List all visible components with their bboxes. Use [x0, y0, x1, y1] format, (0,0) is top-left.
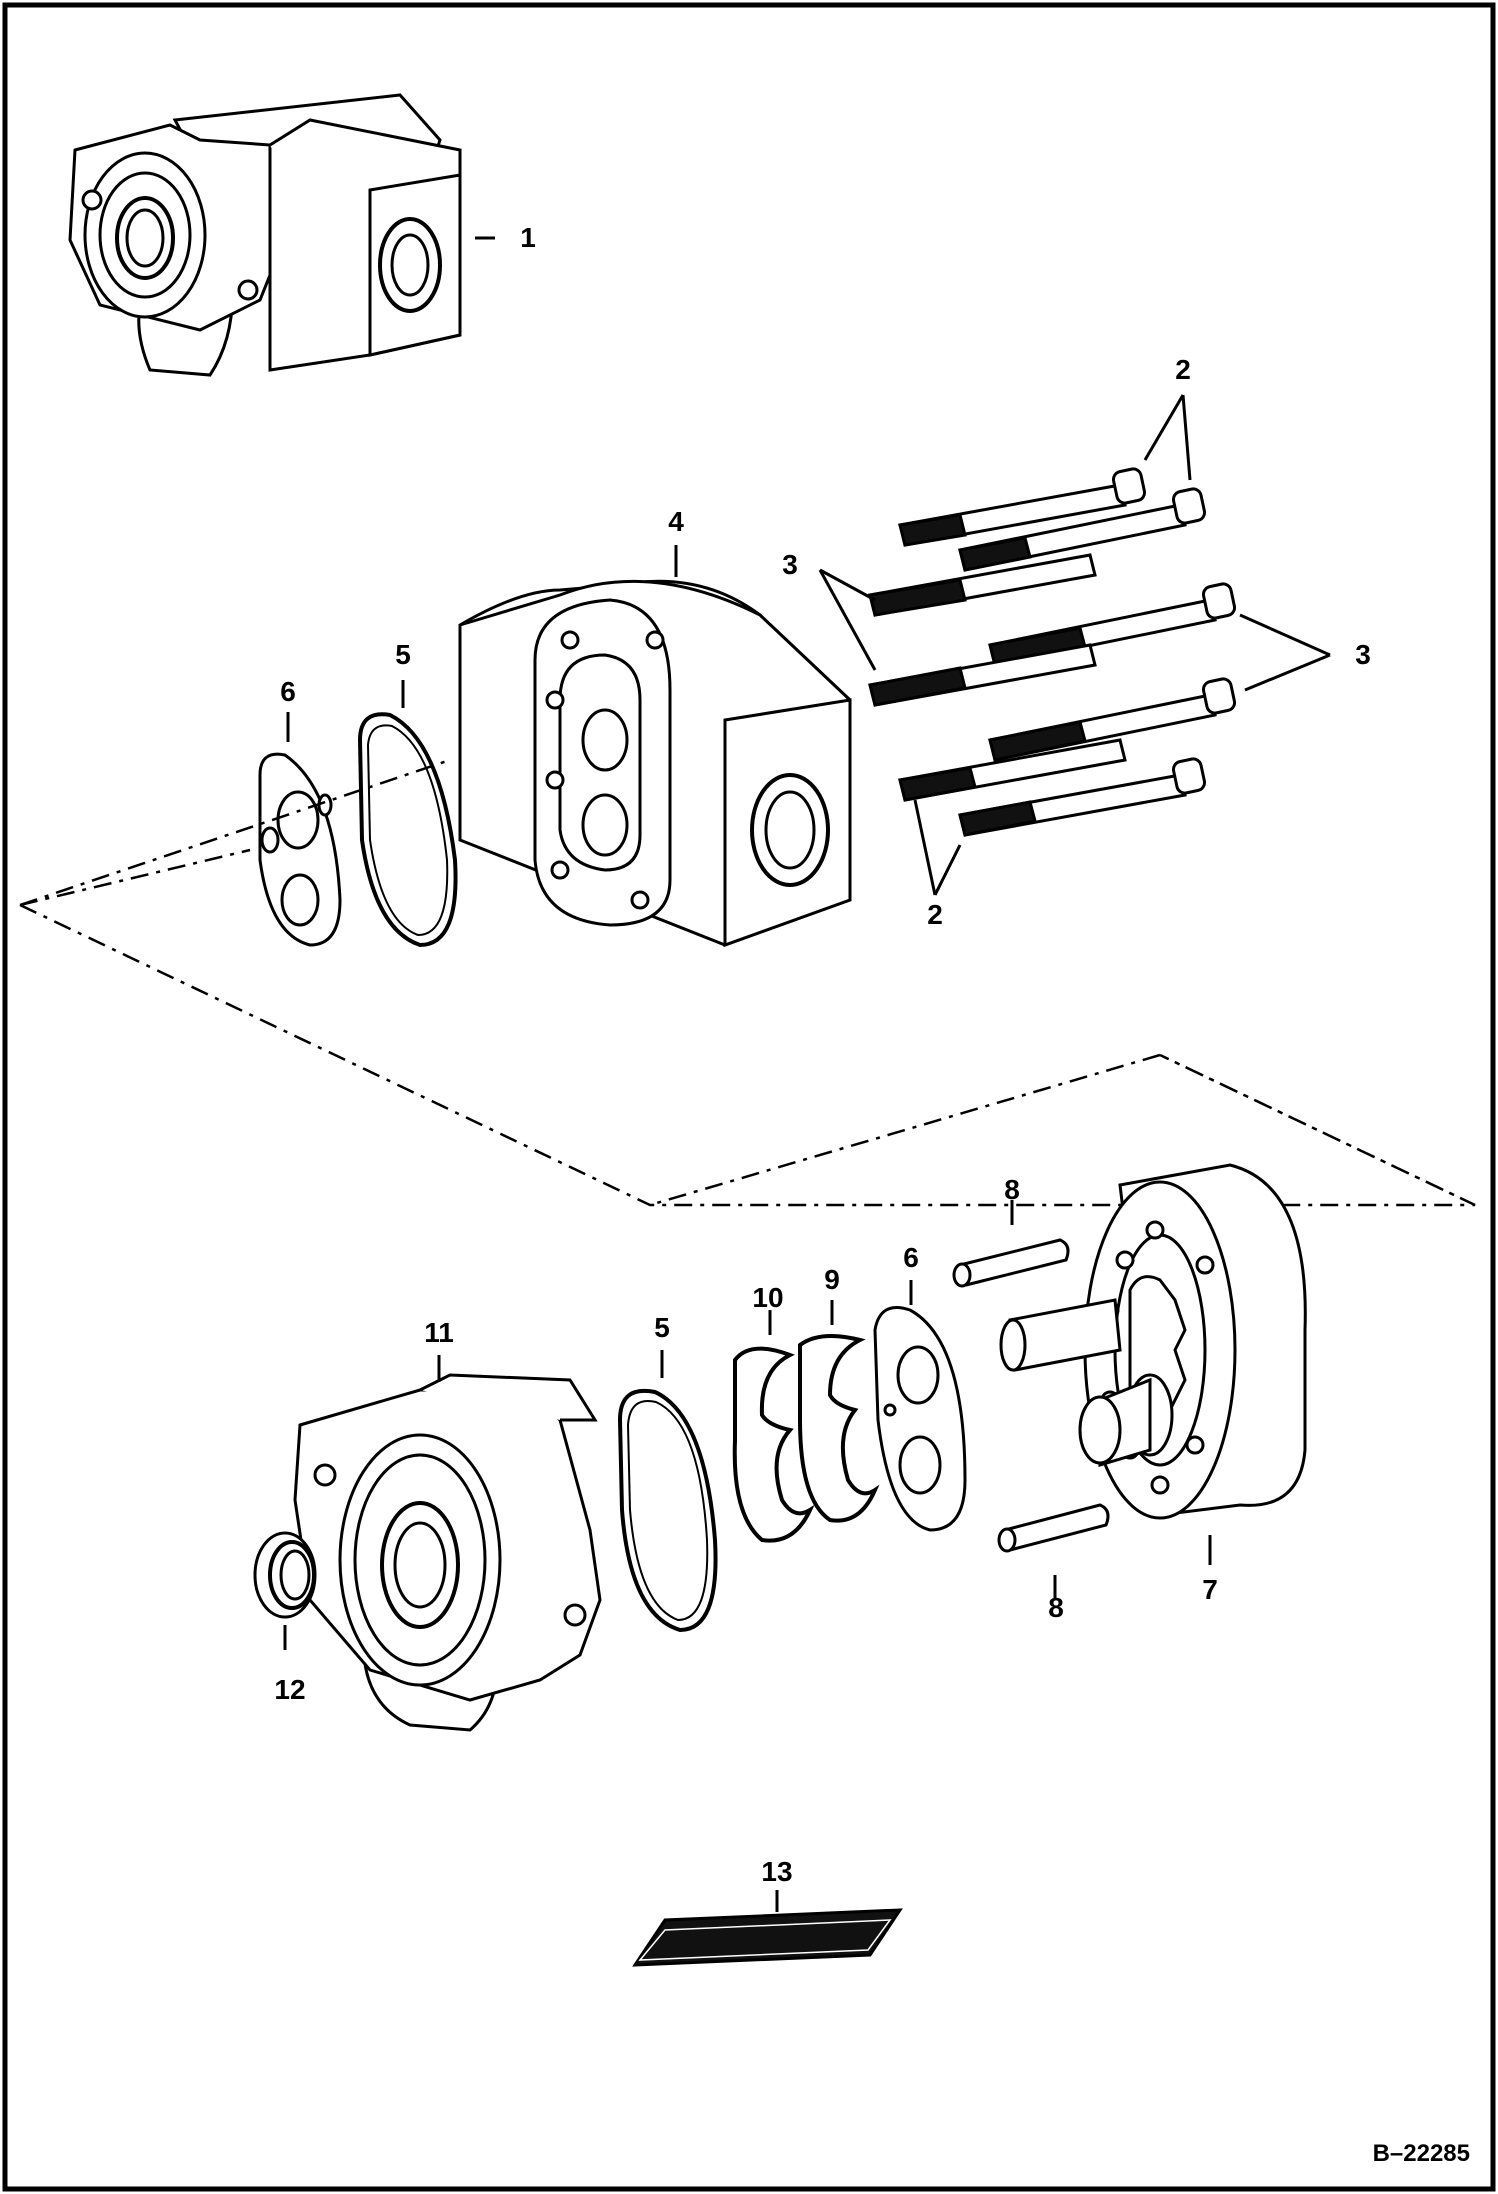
- callout-8-upper: 8: [1004, 1174, 1020, 1205]
- callout-5-lower: 5: [654, 1312, 670, 1343]
- callout-12: 12: [274, 1674, 306, 1705]
- callout-6-upper: 6: [280, 676, 296, 707]
- callout-8-lower: 8: [1048, 1592, 1064, 1623]
- figure-id: B–22285: [1372, 2140, 1470, 2167]
- callout-4: 4: [668, 506, 684, 537]
- callout-3-left: 3: [782, 549, 798, 580]
- callout-11: 11: [424, 1317, 454, 1348]
- parts-2-3-bolts: [868, 467, 1237, 837]
- leader-lines-bolts: [818, 394, 1331, 896]
- callout-10: 10: [752, 1282, 784, 1313]
- callout-13: 13: [761, 1856, 793, 1887]
- parts-9-10-e-seals: [732, 1300, 880, 1543]
- part-4-pump-housing: [458, 545, 852, 948]
- callout-2-top: 2: [1175, 354, 1191, 385]
- callout-7: 7: [1202, 1574, 1218, 1605]
- alignment-guide-dashed-upper: [19, 758, 1161, 1207]
- part-7-gear-housing: [999, 1163, 1307, 1565]
- part-12-shaft-seal: [253, 1531, 317, 1650]
- part-13-decal: [632, 1890, 903, 1967]
- part-11-front-cover: [293, 1355, 602, 1732]
- alignment-guide-dashed: [19, 903, 1476, 1207]
- callout-5-upper: 5: [395, 639, 411, 670]
- callout-6-lower: 6: [903, 1242, 919, 1273]
- part-1-assembled-pump: [68, 93, 495, 377]
- callout-2-bottom: 2: [927, 899, 943, 930]
- part-6-upper-wear-plate: [258, 712, 342, 947]
- part-5-upper-seal-ring: [357, 680, 458, 948]
- callout-3-right: 3: [1355, 639, 1371, 670]
- part-8-dowel-pins: [952, 1200, 1110, 1600]
- callout-1: 1: [520, 222, 536, 253]
- callout-9: 9: [824, 1264, 840, 1295]
- part-6-lower-wear-plate: [873, 1280, 967, 1532]
- part-5-lower-seal-ring: [617, 1350, 718, 1633]
